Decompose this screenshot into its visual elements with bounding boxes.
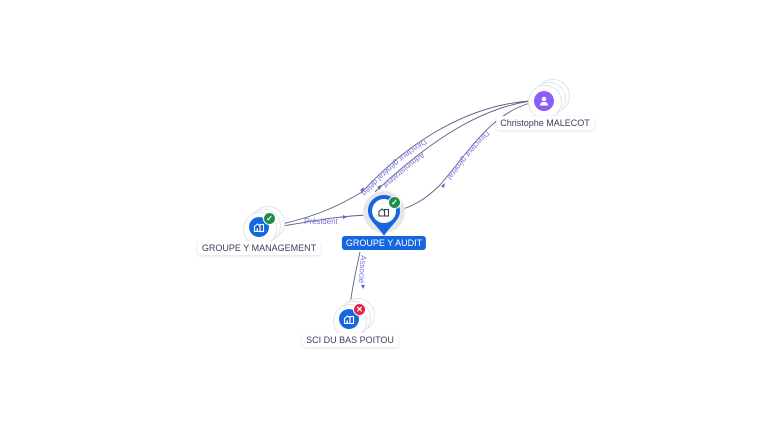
person-icon bbox=[534, 91, 554, 111]
arrow-icon bbox=[343, 215, 347, 219]
node-label: GROUPE Y MANAGEMENT bbox=[197, 241, 321, 255]
node-label-focused: GROUPE Y AUDIT bbox=[341, 236, 427, 250]
edge-directeur-general-delegue[interactable] bbox=[361, 100, 531, 193]
edge-label-associe: Associé bbox=[357, 255, 368, 284]
status-active-icon: ✓ bbox=[263, 212, 276, 225]
node-label: Christophe MALECOT bbox=[496, 116, 594, 130]
arrow-icon bbox=[360, 187, 364, 192]
status-closed-icon: ✕ bbox=[353, 303, 366, 316]
edge-label-directeur-general: Directeur général bbox=[445, 129, 491, 182]
edge-president[interactable] bbox=[281, 214, 371, 227]
edge-administrateur[interactable] bbox=[374, 100, 531, 193]
arrow-icon bbox=[361, 285, 365, 289]
arrow-icon bbox=[441, 183, 445, 188]
edge-directeur-general[interactable] bbox=[397, 102, 531, 211]
edge-label-directeur-general-delegue: Directeur général délégué bbox=[0, 0, 428, 198]
status-active-icon: ✓ bbox=[388, 196, 401, 209]
node-label: SCI DU BAS POITOU bbox=[302, 333, 398, 347]
edge-president-curve bbox=[281, 191, 363, 225]
arrow-icon bbox=[377, 185, 381, 190]
edge-label-president: Président bbox=[304, 217, 339, 226]
